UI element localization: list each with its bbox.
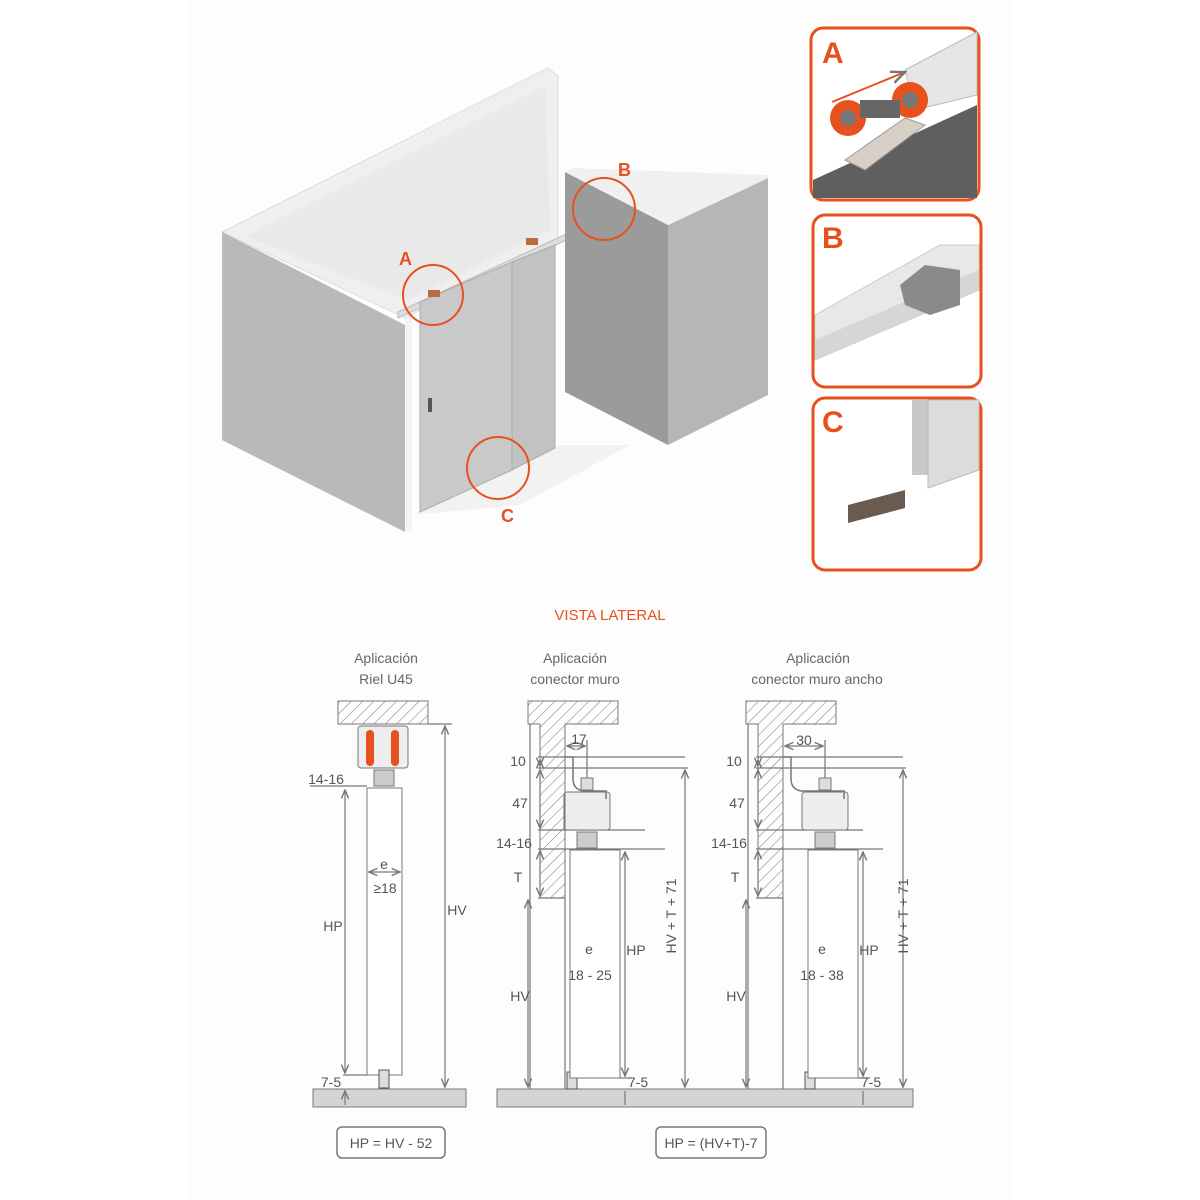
door-handle [428, 398, 432, 412]
dim-top: 10 [726, 753, 742, 769]
dim-mid: 47 [512, 795, 528, 811]
wall-connector [565, 756, 607, 799]
diagram-title-line1: Aplicación [354, 650, 418, 666]
dim-gap: 14-16 [308, 771, 344, 787]
dim-hv: HV [726, 988, 746, 1004]
dim-bottom: 7-5 [861, 1074, 881, 1090]
inset-label-a: A [822, 37, 844, 70]
dim-offset: 17 [571, 731, 587, 747]
floor [496, 1088, 914, 1108]
inset-b: B [811, 213, 983, 389]
sliding-door-2 [511, 244, 556, 471]
callout-label-c: C [501, 506, 514, 526]
inset-label-c: C [822, 406, 844, 439]
side-view-conector-muro-ancho: Aplicación conector muro ancho 30 10 47 … [711, 650, 911, 1105]
diagram-title-line2: conector muro ancho [751, 671, 883, 687]
dim-gap: 14-16 [711, 835, 747, 851]
dim-thickness: 18 - 25 [568, 967, 612, 983]
callout-label-b: B [618, 160, 631, 180]
diagram-title-line1: Aplicación [543, 650, 607, 666]
ceiling-wall-section [745, 700, 837, 899]
roller-2 [526, 238, 538, 245]
dim-thickness: ≥18 [373, 880, 396, 896]
dim-bottom: 7-5 [628, 1074, 648, 1090]
right-panel-front [565, 172, 668, 445]
callout-circle-b [572, 177, 636, 241]
roller-hanger [576, 831, 598, 849]
right-panel-top [565, 168, 768, 225]
inset-label-b: B [822, 222, 844, 255]
formula-text: HP = (HV+T)-7 [664, 1135, 757, 1151]
wall-connector [783, 756, 845, 799]
door-panel [807, 849, 859, 1079]
roller-a [428, 290, 440, 297]
isometric-view: A B C [220, 67, 768, 532]
dim-e: e [380, 856, 388, 872]
wall-connector-b [600, 203, 608, 211]
floor-area [412, 445, 630, 515]
dim-mid: 47 [729, 795, 745, 811]
side-view-riel-u45: Aplicación Riel U45 14-16 e ≥18 HP HV 7-… [308, 650, 467, 1108]
connector-bolt [580, 777, 594, 791]
inset-a: A [809, 26, 981, 202]
callout-circle-c [466, 436, 530, 500]
callout-circle-a [402, 264, 464, 326]
dim-e: e [818, 941, 826, 957]
dim-total: HV + T + 71 [663, 878, 679, 953]
dim-hv: HV [447, 902, 467, 918]
ceiling-wall-section [527, 700, 619, 899]
dim-gap: 14-16 [496, 835, 532, 851]
dim-e: e [585, 941, 593, 957]
callout-label-a: A [399, 249, 412, 269]
dim-hp: HP [323, 918, 342, 934]
dim-bottom: 7-5 [321, 1074, 341, 1090]
door-panel [569, 849, 621, 1079]
diagram-title-line2: conector muro [530, 671, 620, 687]
dim-thickness: 18 - 38 [800, 967, 844, 983]
diagram-title-line1: Aplicación [786, 650, 850, 666]
inset-c: C [811, 396, 983, 572]
cabinet-top-inner [245, 86, 550, 300]
sliding-door-1 [419, 261, 513, 513]
connector-bolt [818, 777, 832, 791]
roller-hanger [814, 831, 836, 849]
dim-offset: 30 [796, 732, 812, 748]
dim-hv: HV [510, 988, 530, 1004]
formula-box-2: HP = (HV+T)-7 [655, 1126, 767, 1159]
cabinet-front-edge [405, 315, 412, 532]
diagram-title-line2: Riel U45 [359, 671, 413, 687]
section-title: VISTA LATERAL [554, 607, 665, 624]
roller-housing [801, 791, 849, 831]
side-view-conector-muro: Aplicación conector muro 17 10 47 14-16 … [496, 650, 688, 1105]
dim-hp: HP [626, 942, 645, 958]
right-panel-side [668, 178, 768, 445]
dim-top: 10 [510, 753, 526, 769]
dim-hp: HP [859, 942, 878, 958]
dim-t: T [514, 869, 523, 885]
dim-t: T [731, 869, 740, 885]
formula-text: HP = HV - 52 [350, 1135, 433, 1151]
dim-total: HV + T + 71 [895, 878, 911, 953]
cabinet-left-face [222, 232, 405, 532]
roller-housing [563, 791, 611, 831]
formula-box-1: HP = HV - 52 [336, 1126, 446, 1159]
